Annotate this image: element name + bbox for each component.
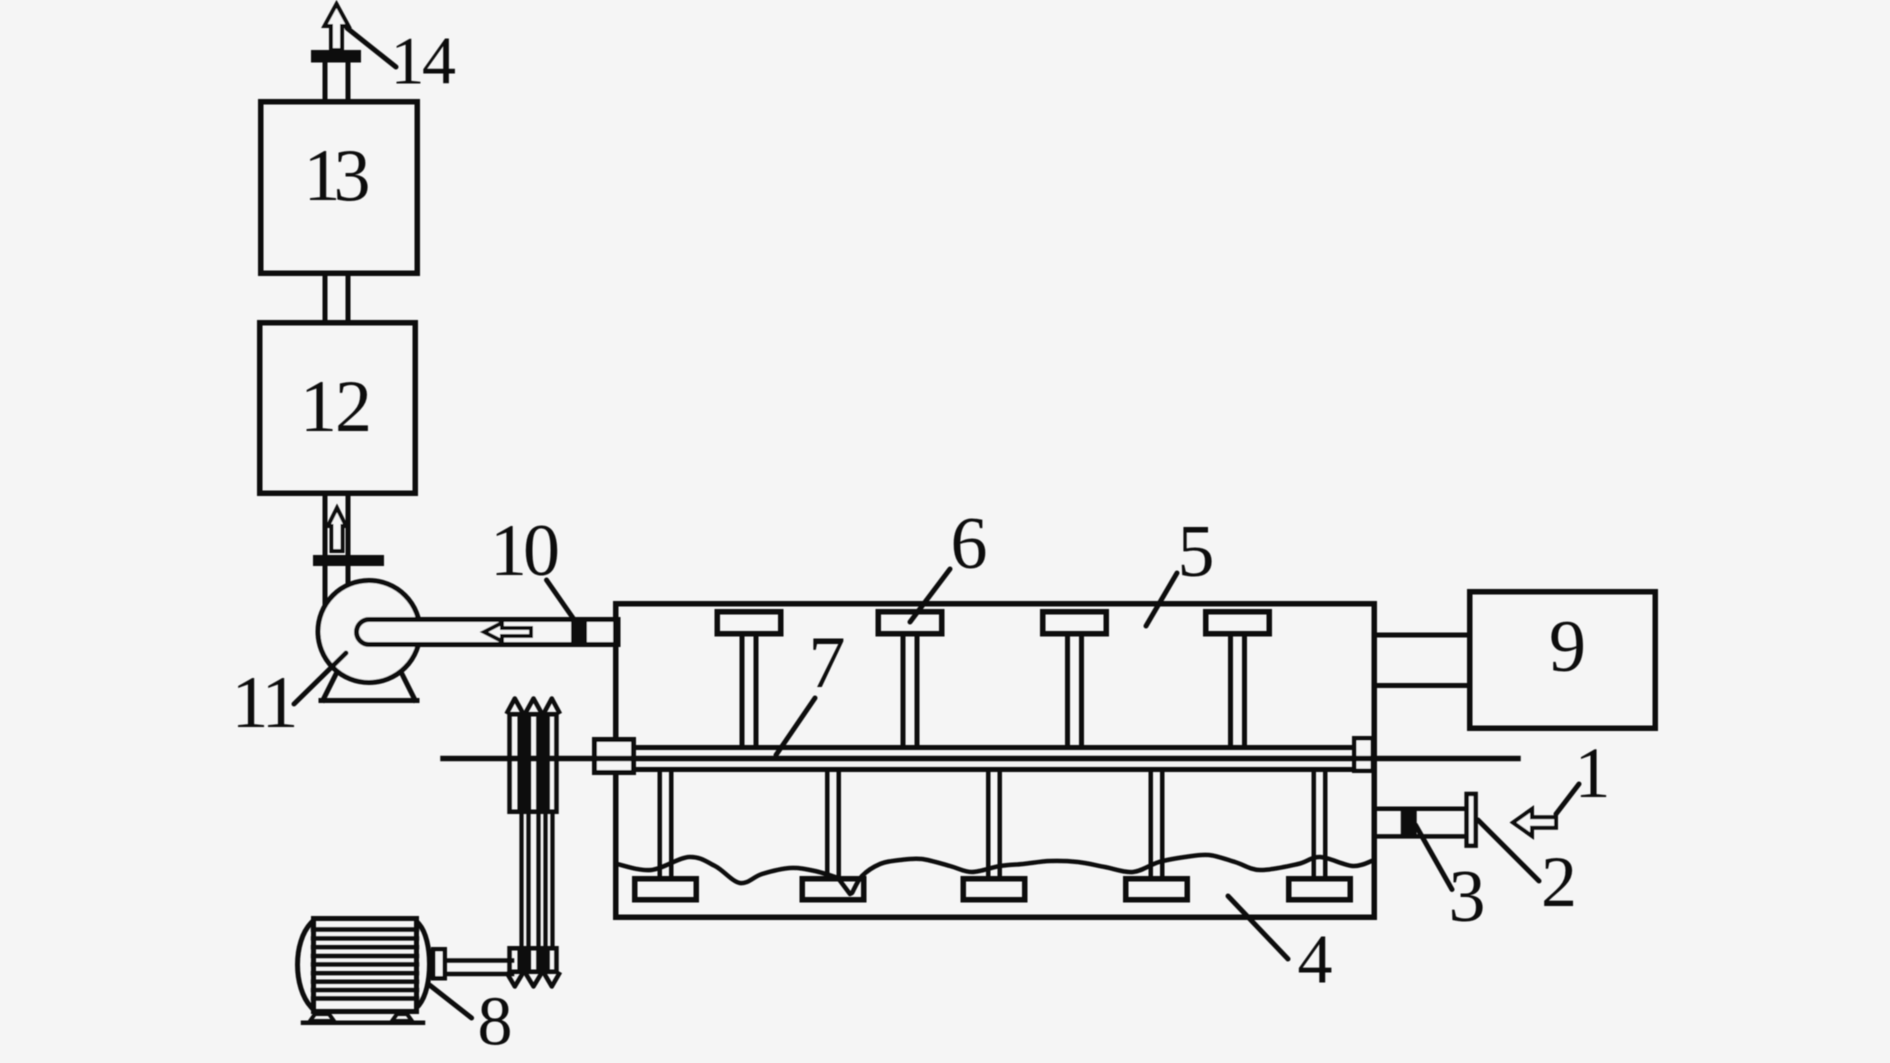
svg-text:3: 3: [334, 136, 371, 218]
svg-text:4: 4: [1298, 922, 1333, 999]
svg-text:4: 4: [422, 23, 456, 99]
svg-text:1: 1: [1575, 733, 1611, 813]
svg-text:1: 1: [232, 662, 269, 744]
svg-text:2: 2: [1541, 842, 1577, 922]
svg-text:7: 7: [809, 622, 846, 704]
svg-text:1: 1: [300, 366, 337, 448]
svg-text:3: 3: [1449, 856, 1486, 938]
svg-text:1: 1: [304, 135, 341, 217]
svg-text:1: 1: [391, 23, 425, 99]
svg-text:5: 5: [1178, 511, 1215, 593]
svg-text:0: 0: [523, 510, 560, 592]
svg-text:2: 2: [335, 366, 372, 448]
svg-text:9: 9: [1549, 606, 1586, 688]
svg-text:1: 1: [490, 510, 527, 592]
svg-text:8: 8: [478, 984, 513, 1061]
svg-text:6: 6: [951, 503, 988, 585]
svg-text:1: 1: [262, 662, 299, 744]
